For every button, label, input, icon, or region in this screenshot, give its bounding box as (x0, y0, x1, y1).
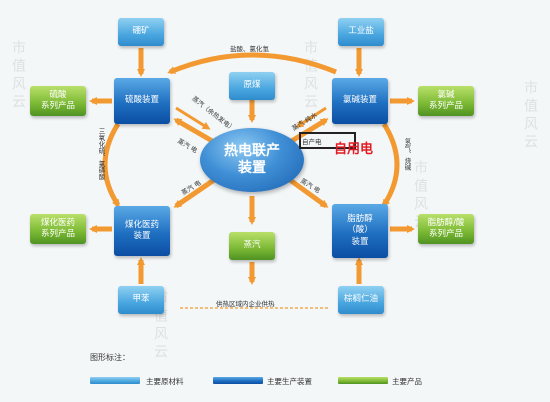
node-steam: 蒸汽 (229, 232, 275, 260)
label-left-flow: 三氧化硫、氯磺酸 (97, 128, 105, 180)
arrow-core-to-chloralkali (288, 117, 329, 145)
watermark: 市值风云 (302, 40, 318, 112)
legend-label-device: 主要生产装置 (267, 377, 312, 386)
node-sulfuric-acid-device: 硫酸装置 (114, 78, 170, 124)
watermark: 市值风云 (10, 40, 26, 112)
node-chlor-alkali-device: 氯碱装置 (332, 78, 388, 124)
legend-title: 图形标注： (90, 353, 130, 362)
arrow-chloralkali-to-alcohol (381, 122, 400, 208)
label-self-power: 自产电 (302, 138, 322, 146)
arrow-chloralkali-to-sulfuric (167, 52, 337, 75)
watermark: 市值风云 (522, 80, 538, 152)
legend-label-raw: 主要原材料 (146, 377, 184, 386)
arrow-core-to-sulfuric (173, 117, 216, 145)
node-toluene: 甲苯 (118, 286, 164, 314)
node-palm-kernel-oil: 棕榈仁油 (338, 286, 384, 314)
node-coal-chem-products: 煤化医药 系列产品 (30, 214, 86, 244)
arrow-sulfuric-heat-to-core (175, 106, 211, 130)
arrow-core-to-coalchem (173, 177, 216, 209)
node-boron-ore: 硼矿 (118, 18, 164, 46)
label-heat-supply: 供热区域内企业供热 (216, 300, 275, 308)
node-industrial-salt: 工业盐 (338, 18, 384, 46)
arrow-chloralkali-power-to-core (295, 106, 327, 128)
self-use-annotation: 自用电 (334, 142, 374, 157)
node-chlor-alkali-products: 氯碱 系列产品 (418, 86, 474, 116)
legend-swatch-product (338, 377, 388, 384)
self-power-highlight-box (299, 132, 356, 149)
node-coal-chem-pharma-device: 煤化医药 装置 (114, 206, 170, 256)
arrow-core-to-alcohol (288, 177, 329, 209)
node-sulfuric-products: 硫酸 系列产品 (30, 86, 86, 116)
node-fatty-alcohol-device: 脂肪醇 （酸） 装置 (332, 204, 388, 258)
arrow-sulfuric-to-coalchem (102, 122, 121, 208)
node-raw-coal: 原煤 (229, 72, 275, 100)
label-right-flow: 氢气、烧碱 (403, 138, 411, 171)
node-cogeneration-device: 热电联产 装置 (200, 128, 304, 192)
label-top-flow: 盐酸、氯化氢 (230, 45, 269, 53)
legend-swatch-raw (90, 377, 140, 384)
node-fatty-alcohol-products: 脂肪醇/酸 系列产品 (418, 214, 474, 244)
legend-swatch-device (213, 377, 263, 384)
legend-label-product: 主要产品 (392, 377, 422, 386)
